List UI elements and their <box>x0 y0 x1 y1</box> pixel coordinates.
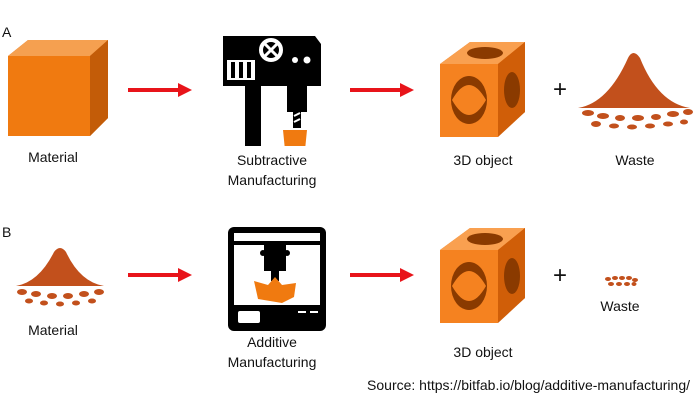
material-powder-icon <box>16 248 104 307</box>
plus-sign: + <box>552 262 567 289</box>
3d-object-label: 3D object <box>453 152 513 168</box>
plus-sign: + <box>552 76 567 103</box>
waste-pile-icon <box>578 53 693 130</box>
row-a-label: A <box>2 24 12 40</box>
drill-press-icon <box>223 36 321 146</box>
row-b-label: B <box>2 224 12 240</box>
arrow-icon <box>128 268 192 282</box>
3d-object-cube-icon <box>440 228 525 323</box>
3d-object-cube-icon <box>440 42 525 137</box>
arrow-icon <box>350 268 414 282</box>
process-line-1: Additive <box>247 334 297 350</box>
arrow-icon <box>128 83 192 97</box>
process-line-2: Manufacturing <box>227 354 317 370</box>
waste-label-b: Waste <box>600 298 640 314</box>
small-waste-icon <box>605 276 638 286</box>
material-label: Material <box>28 149 78 165</box>
process-line-1: Subtractive <box>236 152 308 168</box>
material-label-b: Material <box>28 322 78 338</box>
waste-label: Waste <box>615 152 655 168</box>
3d-object-label-b: 3D object <box>453 344 513 360</box>
3d-printer-icon <box>228 227 326 331</box>
source-citation: Source: https://bitfab.io/blog/additive-… <box>367 377 690 393</box>
arrow-icon <box>350 83 414 97</box>
process-line-2: Manufacturing <box>227 172 317 188</box>
material-cube-icon <box>8 40 108 136</box>
